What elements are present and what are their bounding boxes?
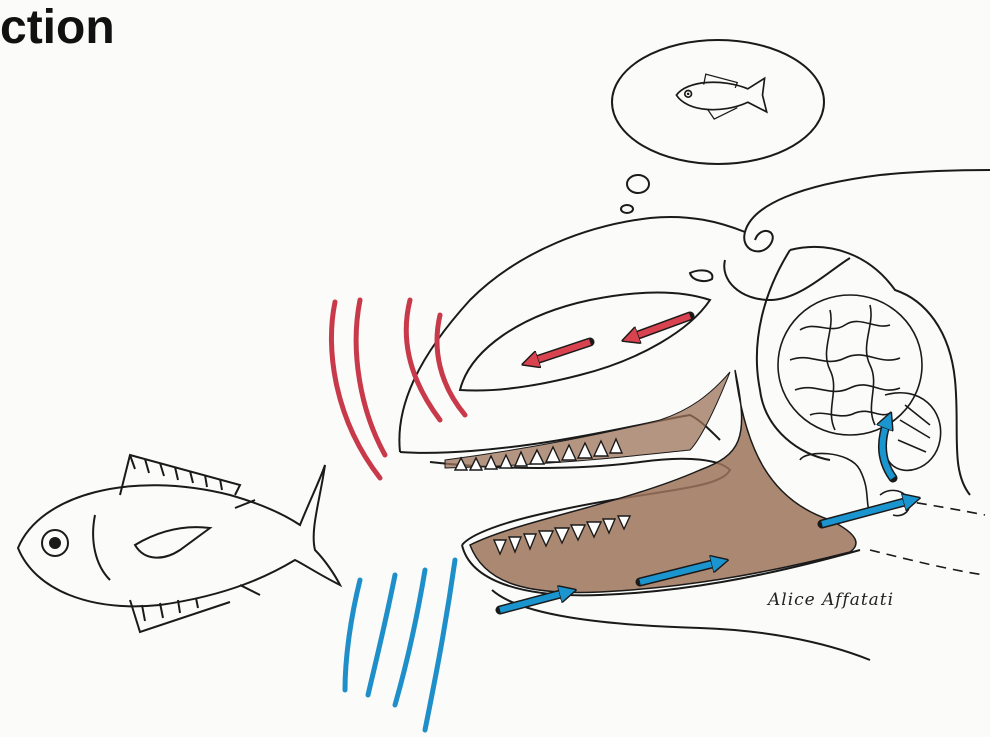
small-fish-icon [676,74,766,119]
lower-jaw-bone [470,370,856,592]
artist-signature: Alice Affatati [768,590,894,610]
outgoing-sound-waves [331,300,465,478]
thought-bubble [612,40,824,213]
incoming-sound-waves [345,560,455,730]
inner-ear [778,295,941,470]
prey-fish-icon [18,455,340,632]
